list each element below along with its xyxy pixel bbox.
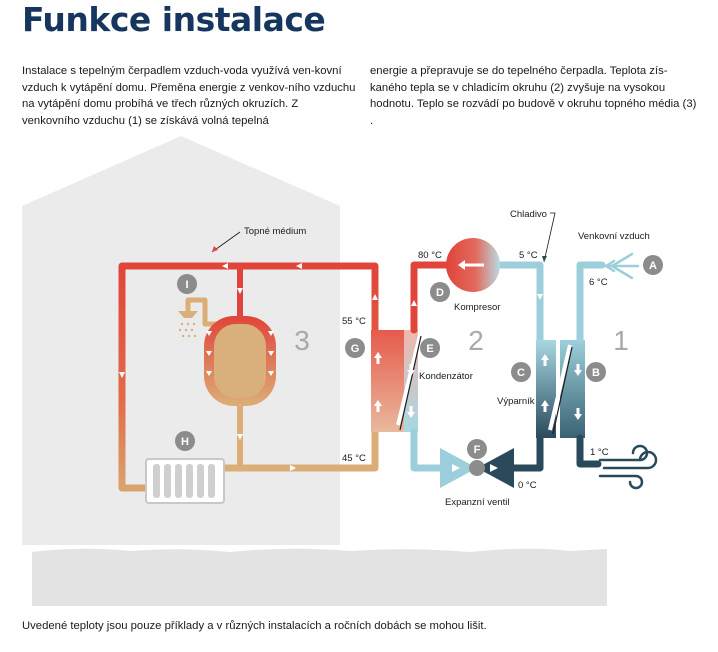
marker-c: C (517, 367, 525, 379)
marker-g-badge (345, 338, 365, 358)
marker-h-badge (175, 431, 195, 451)
chladivo-arrowhead (542, 256, 547, 262)
marker-e-badge (420, 338, 440, 358)
topne-medium-arrowhead (212, 246, 218, 252)
label-vyparnik: Výparník (497, 396, 535, 407)
ground (32, 548, 607, 606)
marker-c-badge (511, 362, 531, 382)
marker-a: A (649, 260, 657, 272)
temp-5: 5 °C (519, 250, 538, 261)
radiator-icon (145, 458, 225, 504)
air-intake-icon (604, 252, 640, 280)
refrigerant-circuit (410, 261, 544, 472)
temp-55: 55 °C (342, 316, 366, 327)
label-kompresor: Kompresor (454, 302, 500, 313)
temp-45: 45 °C (342, 453, 366, 464)
expansion-valve (440, 448, 514, 488)
circuit-number-3: 3 (294, 325, 310, 356)
footnote: Uvedené teploty jsou pouze příklady a v … (22, 620, 487, 632)
marker-b: B (592, 367, 600, 379)
shower-icon (178, 311, 198, 338)
label-chladivo: Chladivo (510, 209, 547, 220)
circuit-number-2: 2 (468, 325, 484, 356)
condenser (371, 330, 422, 432)
marker-b-badge (586, 362, 606, 382)
label-venkovni-vzduch: Venkovní vzduch (578, 231, 650, 242)
marker-f: F (474, 444, 481, 456)
marker-i: I (185, 279, 188, 291)
hot-water-tank (204, 316, 276, 406)
marker-a-badge (643, 255, 663, 275)
wind-icon (598, 444, 658, 490)
label-expanzni-ventil: Expanzní ventil (445, 497, 509, 508)
marker-i-badge (177, 274, 197, 294)
temp-0: 0 °C (518, 480, 537, 491)
label-topne-medium: Topné médium (244, 226, 306, 237)
marker-g: G (351, 343, 360, 355)
outdoor-air-circuit (576, 261, 606, 468)
temp-6: 6 °C (589, 277, 608, 288)
marker-h: H (181, 436, 189, 448)
marker-e: E (426, 343, 433, 355)
marker-f-badge (467, 439, 487, 459)
temp-1: 1 °C (590, 447, 609, 458)
compressor (446, 238, 500, 292)
label-kondenzator: Kondenzátor (419, 371, 473, 382)
evaporator (536, 340, 585, 438)
marker-d-badge (430, 282, 450, 302)
temp-80: 80 °C (418, 250, 442, 261)
page-title: Funkce instalace (22, 0, 326, 39)
intro-text-left: Instalace s tepelným čerpadlem vzduch-vo… (22, 65, 356, 127)
house-silhouette (22, 136, 340, 545)
heating-circuit (118, 262, 379, 492)
intro-text-right: energie a přepravuje se do tepelného čer… (370, 65, 697, 127)
marker-d: D (436, 287, 444, 299)
circuit-number-1: 1 (613, 325, 629, 356)
